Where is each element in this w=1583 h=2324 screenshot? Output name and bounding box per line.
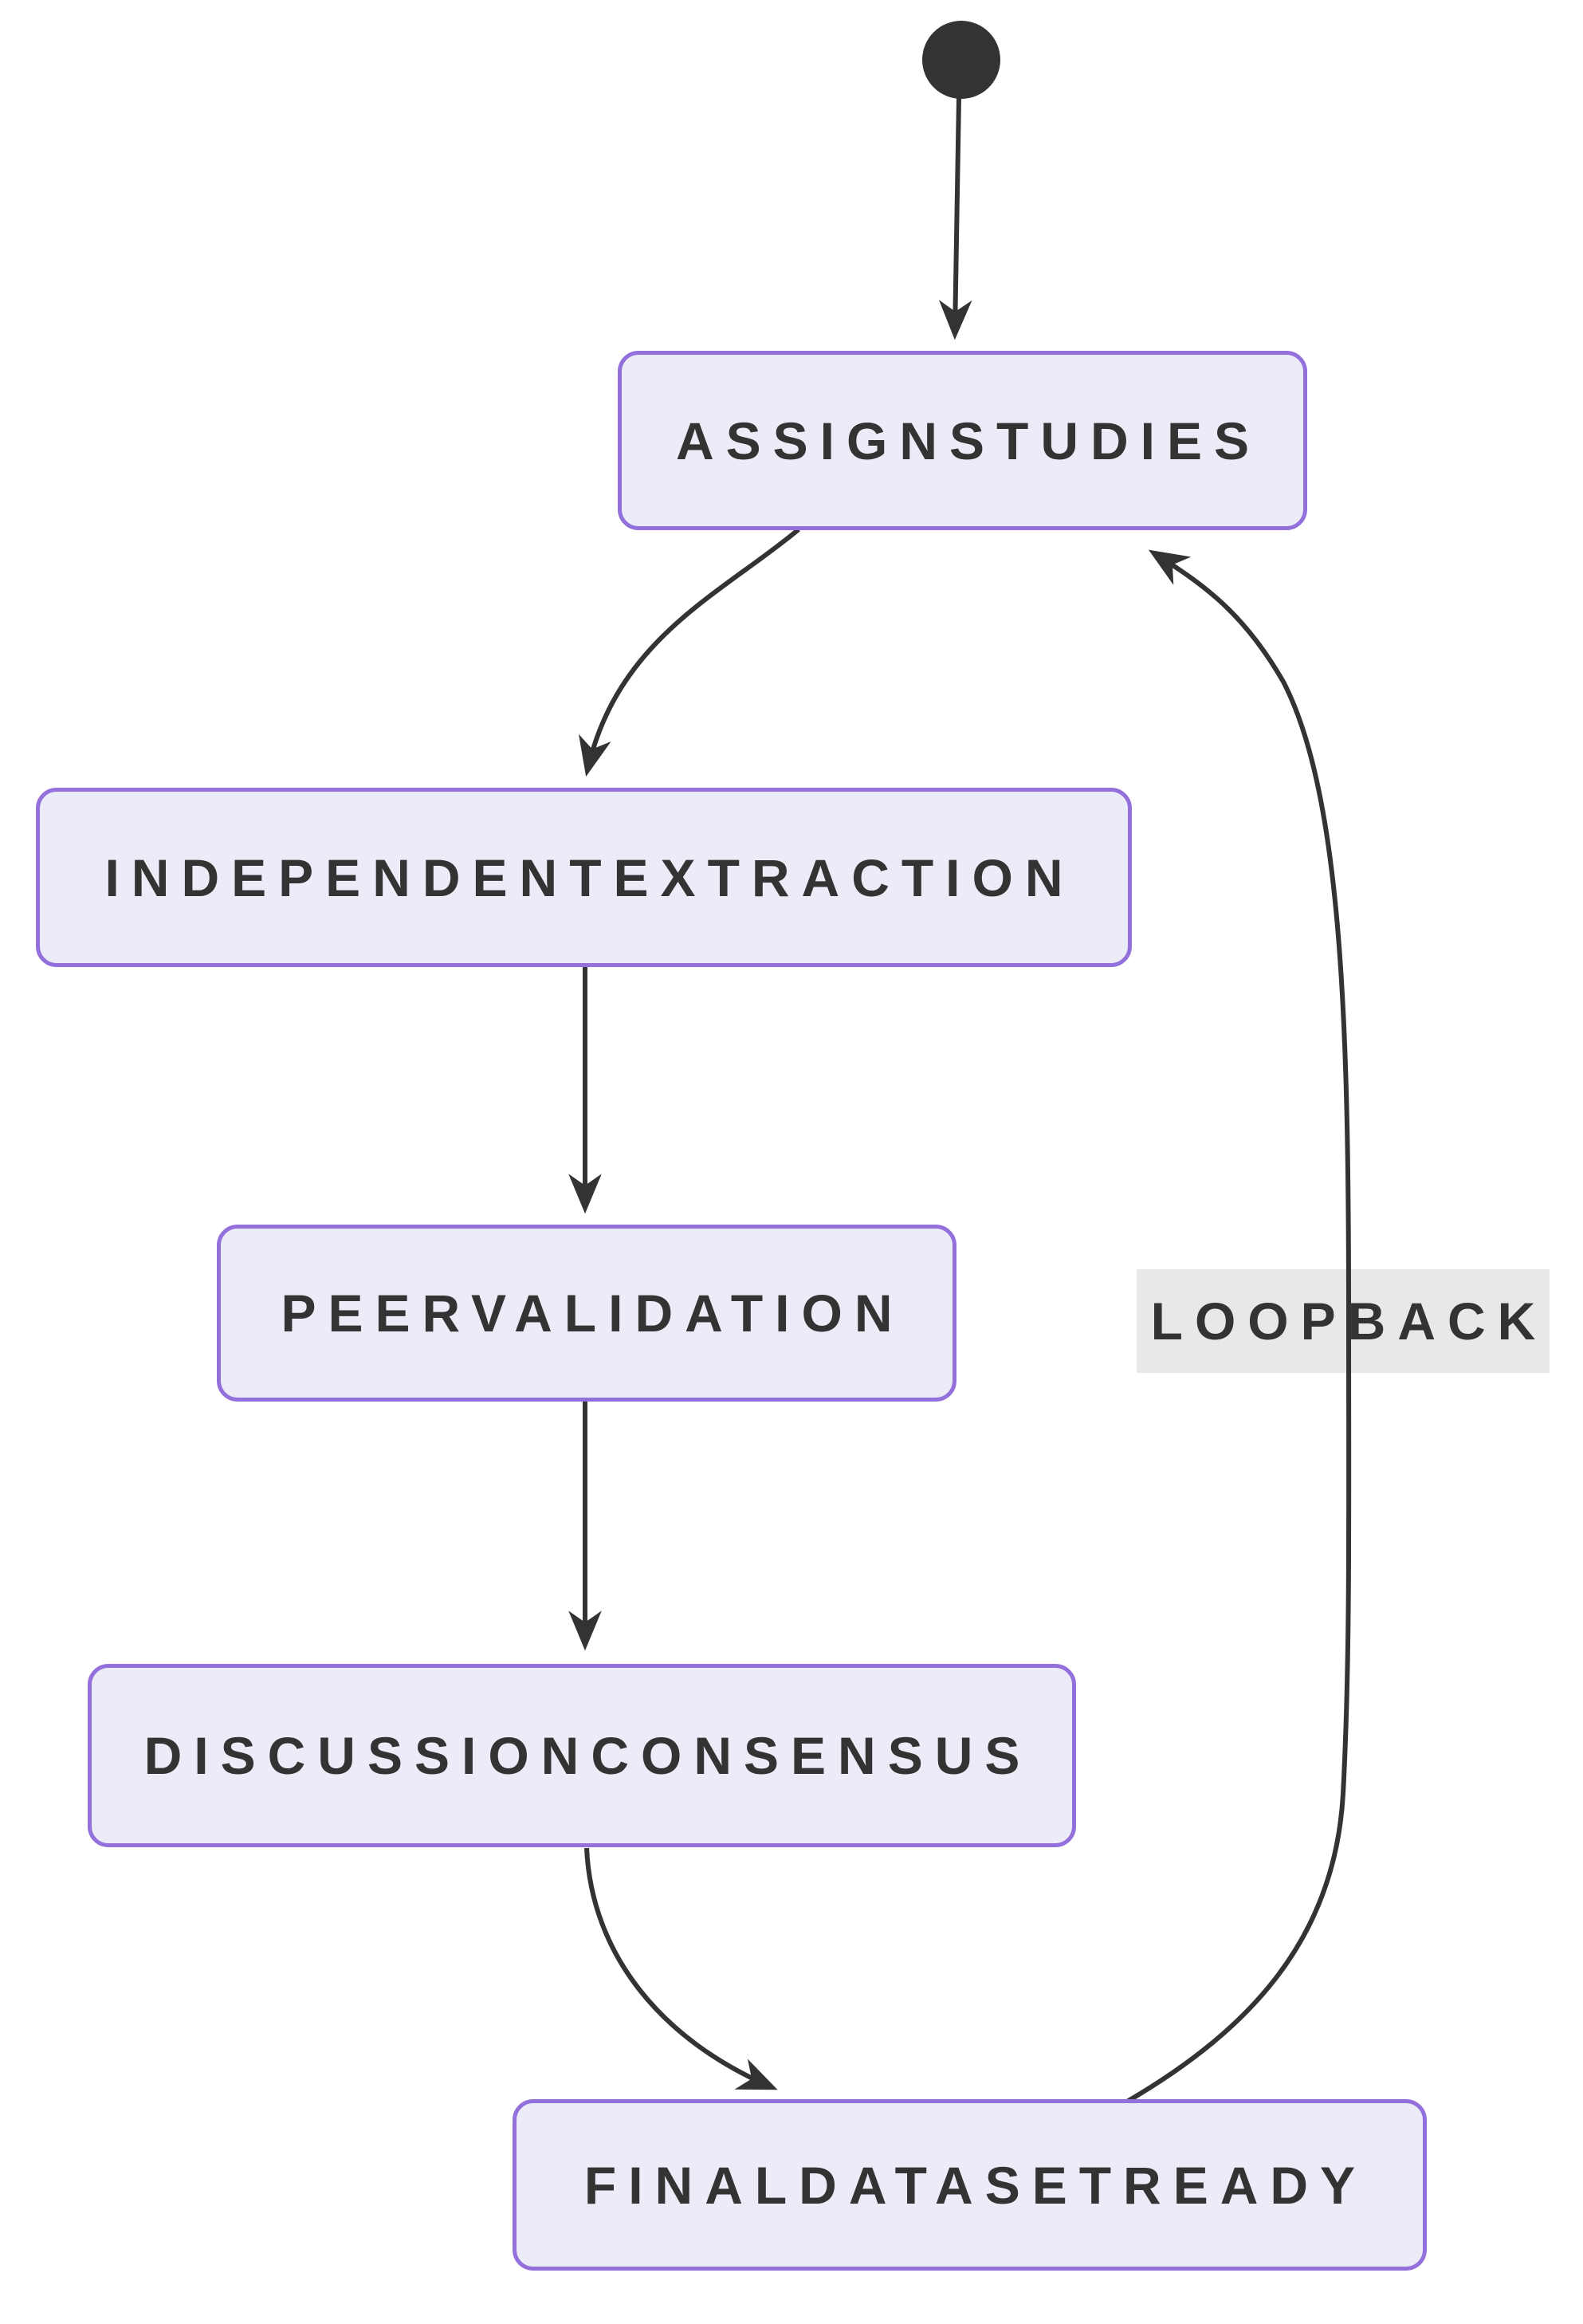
edge-label-background [1137, 1269, 1550, 1373]
state-label-finaldatasetready: FINALDATASETREADY [583, 2155, 1368, 2215]
state-node-independentextraction: INDEPENDENTEXTRACTION [36, 788, 1132, 967]
state-label-discussionconsensus: DISCUSSIONCONSENSUS [143, 1726, 1032, 1785]
state-node-peervalidation: PEERVALIDATION [217, 1225, 956, 1402]
state-label-peervalidation: PEERVALIDATION [281, 1284, 905, 1343]
edge-discussionconsensus-to-finaldatasetready [584, 1847, 778, 2090]
edge-label-loopback: LOOPBACK [1150, 1292, 1548, 1351]
edge-loopback-finaldatasetready-to-assignstudies [1125, 549, 1352, 2104]
state-node-assignstudies: ASSIGNSTUDIES [618, 351, 1307, 530]
start-state-node [922, 21, 1000, 99]
edge-assignstudies-to-independentextraction [579, 527, 800, 777]
state-label-independentextraction: INDEPENDENTEXTRACTION [104, 847, 1075, 907]
state-node-finaldatasetready: FINALDATASETREADY [513, 2099, 1427, 2271]
edge-start-to-assignstudies [938, 97, 972, 340]
state-label-assignstudies: ASSIGNSTUDIES [675, 411, 1262, 470]
state-node-discussionconsensus: DISCUSSIONCONSENSUS [88, 1664, 1076, 1847]
